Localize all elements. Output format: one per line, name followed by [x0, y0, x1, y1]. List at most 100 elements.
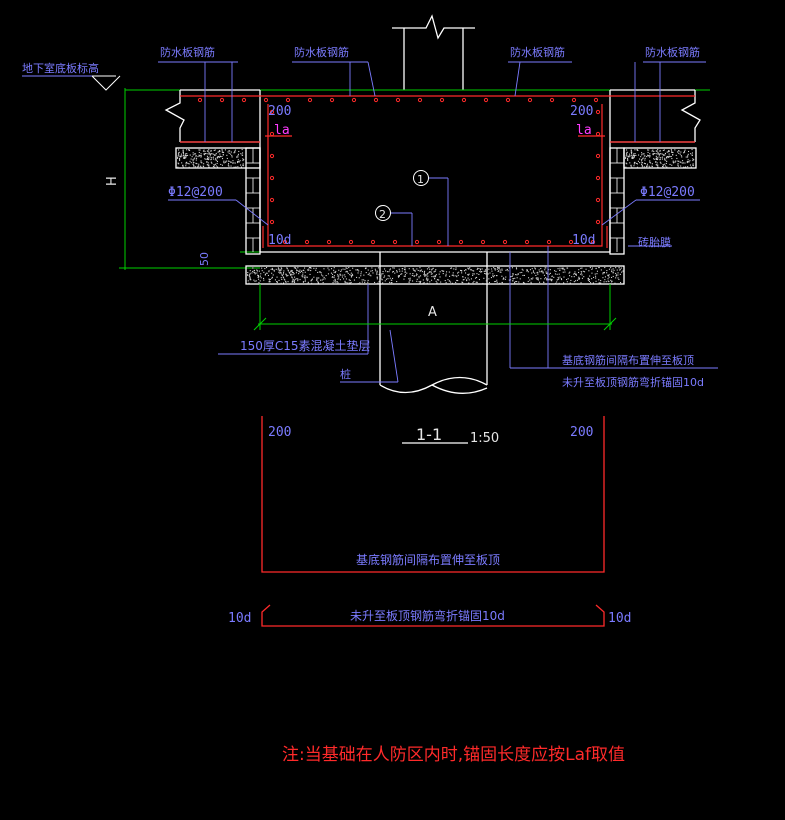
speckle: [210, 153, 212, 155]
speckle: [247, 274, 249, 276]
speckle: [610, 267, 612, 269]
speckle: [447, 279, 449, 281]
speckle: [645, 167, 647, 169]
speckle: [411, 274, 413, 276]
speckle: [280, 272, 282, 274]
speckle: [425, 275, 427, 277]
speckle: [396, 281, 398, 283]
speckle: [426, 280, 428, 282]
speckle: [643, 162, 645, 164]
speckle: [649, 153, 651, 155]
rebar-dots: [197, 97, 601, 245]
speckle: [442, 273, 444, 275]
speckle: [181, 155, 183, 157]
speckle: [190, 162, 192, 164]
speckle: [292, 274, 294, 276]
speckle: [357, 272, 359, 274]
speckle: [344, 281, 346, 283]
dim-H: H: [105, 176, 120, 186]
speckle: [227, 164, 229, 166]
speckle: [495, 280, 497, 282]
speckle: [193, 166, 195, 168]
speckle: [657, 164, 659, 166]
speckle: [249, 270, 251, 272]
speckle: [192, 159, 194, 161]
speckle: [317, 281, 319, 283]
speckle: [463, 270, 465, 272]
speckle: [293, 273, 295, 275]
mark-2-circle: [375, 205, 391, 221]
speckle: [247, 280, 249, 282]
speckle: [502, 278, 504, 280]
speckle: [558, 278, 560, 280]
speckle: [190, 158, 192, 160]
speckle: [671, 150, 673, 152]
speckle: [213, 164, 215, 166]
speckle: [692, 163, 694, 165]
speckle: [659, 149, 661, 151]
rebar-dot: [329, 97, 335, 103]
speckle: [389, 281, 391, 283]
speckle: [626, 163, 628, 165]
speckle: [511, 267, 513, 269]
speckle: [678, 150, 680, 152]
speckle: [231, 156, 233, 158]
speckle: [195, 166, 197, 168]
speckle: [468, 273, 470, 275]
speckle: [569, 271, 571, 273]
speckle: [248, 275, 250, 277]
speckle: [414, 270, 416, 272]
speckle: [512, 280, 514, 282]
speckle: [337, 278, 339, 280]
speckle: [671, 164, 673, 166]
speckle: [468, 279, 470, 281]
speckle: [345, 271, 347, 273]
speckle: [258, 278, 260, 280]
speckle: [349, 274, 351, 276]
speckle: [286, 267, 288, 269]
speckle: [636, 163, 638, 165]
speckle: [476, 273, 478, 275]
speckle: [618, 278, 620, 280]
speckle: [523, 274, 525, 276]
speckle: [672, 154, 674, 156]
speckle: [606, 270, 608, 272]
speckle: [573, 276, 575, 278]
speckle: [369, 274, 371, 276]
speckle: [541, 271, 543, 273]
speckle: [233, 152, 235, 154]
speckle: [406, 272, 408, 274]
speckle: [200, 166, 202, 168]
speckle: [186, 153, 188, 155]
speckle: [515, 281, 517, 283]
speckle: [280, 267, 282, 269]
speckle: [546, 278, 548, 280]
pile-label: 桩: [340, 367, 351, 381]
speckle: [450, 267, 452, 269]
speckle: [455, 281, 457, 283]
speckle: [205, 158, 207, 160]
speckle: [178, 163, 180, 165]
speckle: [281, 268, 283, 270]
speckle: [408, 268, 410, 270]
speckle: [611, 280, 613, 282]
speckle: [421, 269, 423, 271]
speckle: [220, 163, 222, 165]
speckle: [663, 166, 665, 168]
speckle: [277, 267, 279, 269]
speckle: [473, 280, 475, 282]
speckle: [192, 163, 194, 165]
speckle: [503, 277, 505, 279]
speckle: [472, 274, 474, 276]
speckle: [687, 156, 689, 158]
speckle: [318, 277, 320, 279]
speckle: [184, 157, 186, 159]
speckle: [183, 156, 185, 158]
speckle: [328, 269, 330, 271]
speckle: [472, 273, 474, 275]
speckle: [217, 166, 219, 168]
speckle: [433, 276, 435, 278]
speckle: [258, 282, 260, 284]
speckle: [253, 270, 255, 272]
speckle: [666, 151, 668, 153]
